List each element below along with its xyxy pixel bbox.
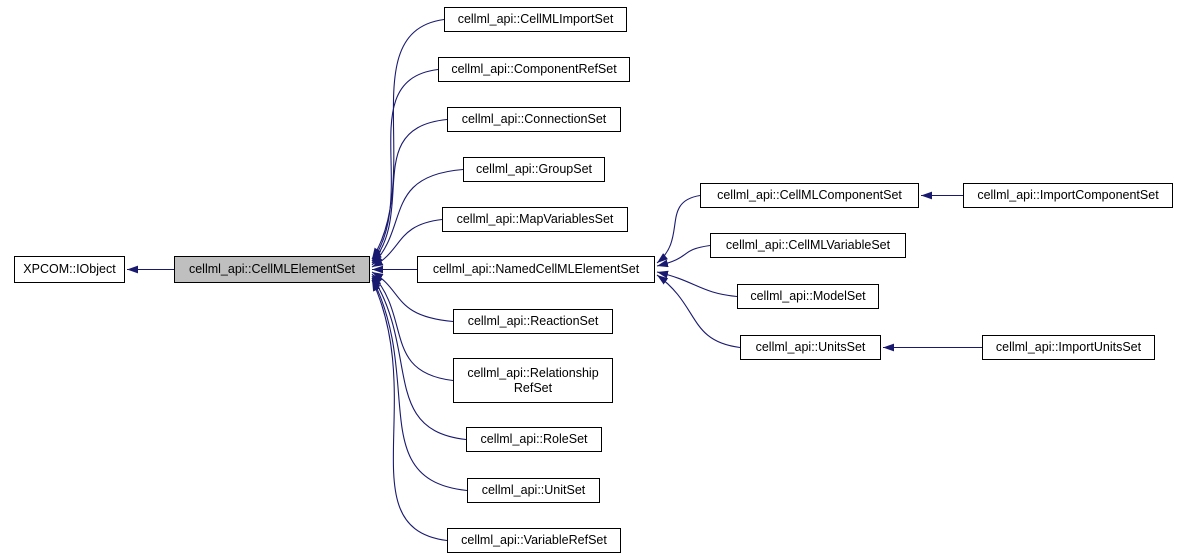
edge-mapvariablesset-to-elementset [371, 218, 443, 268]
class-node-units-set[interactable]: cellml_api::UnitsSet [740, 335, 881, 360]
class-node-relationship-ref-set[interactable]: cellml_api::Relationship RefSet [453, 358, 613, 403]
class-node-component-ref-set[interactable]: cellml_api::ComponentRefSet [438, 57, 630, 82]
edge-connectionset-to-elementset [371, 118, 448, 264]
class-node-model-set[interactable]: cellml_api::ModelSet [737, 284, 879, 309]
class-node-map-variables-set[interactable]: cellml_api::MapVariablesSet [442, 207, 628, 232]
edge-roleset-to-elementset [371, 275, 467, 441]
class-node-connection-set[interactable]: cellml_api::ConnectionSet [447, 107, 621, 132]
class-node-cellml-element-set: cellml_api::CellMLElementSet [174, 256, 370, 283]
class-node-cellml-variable-set[interactable]: cellml_api::CellMLVariableSet [710, 233, 906, 258]
class-node-unit-set[interactable]: cellml_api::UnitSet [467, 478, 600, 503]
edge-componentrefset-to-elementset [371, 68, 439, 262]
edge-cellmlcomponentset-to-namedelementset [656, 194, 701, 264]
class-node-xpcom-iobject[interactable]: XPCOM::IObject [14, 256, 125, 283]
edge-groupset-to-elementset [371, 168, 464, 266]
class-node-import-units-set[interactable]: cellml_api::ImportUnitsSet [982, 335, 1155, 360]
edge-unitset-to-elementset [371, 277, 468, 492]
edge-variablerefset-to-elementset [371, 279, 448, 542]
edge-modelset-to-namedelementset [656, 270, 738, 298]
edge-unitsset-to-namedelementset [656, 274, 741, 349]
class-node-cellml-import-set[interactable]: cellml_api::CellMLImportSet [444, 7, 627, 32]
edge-relationshiprefset-to-elementset [371, 273, 454, 382]
class-node-cellml-component-set[interactable]: cellml_api::CellMLComponentSet [700, 183, 919, 208]
edge-importset-to-elementset [371, 18, 445, 260]
class-node-group-set[interactable]: cellml_api::GroupSet [463, 157, 605, 182]
class-node-variable-ref-set[interactable]: cellml_api::VariableRefSet [447, 528, 621, 553]
class-node-named-cellml-element-set[interactable]: cellml_api::NamedCellMLElementSet [417, 256, 655, 283]
edge-cellmlvariableset-to-namedelementset [656, 244, 711, 268]
class-node-reaction-set[interactable]: cellml_api::ReactionSet [453, 309, 613, 334]
class-node-import-component-set[interactable]: cellml_api::ImportComponentSet [963, 183, 1173, 208]
class-node-role-set[interactable]: cellml_api::RoleSet [466, 427, 602, 452]
